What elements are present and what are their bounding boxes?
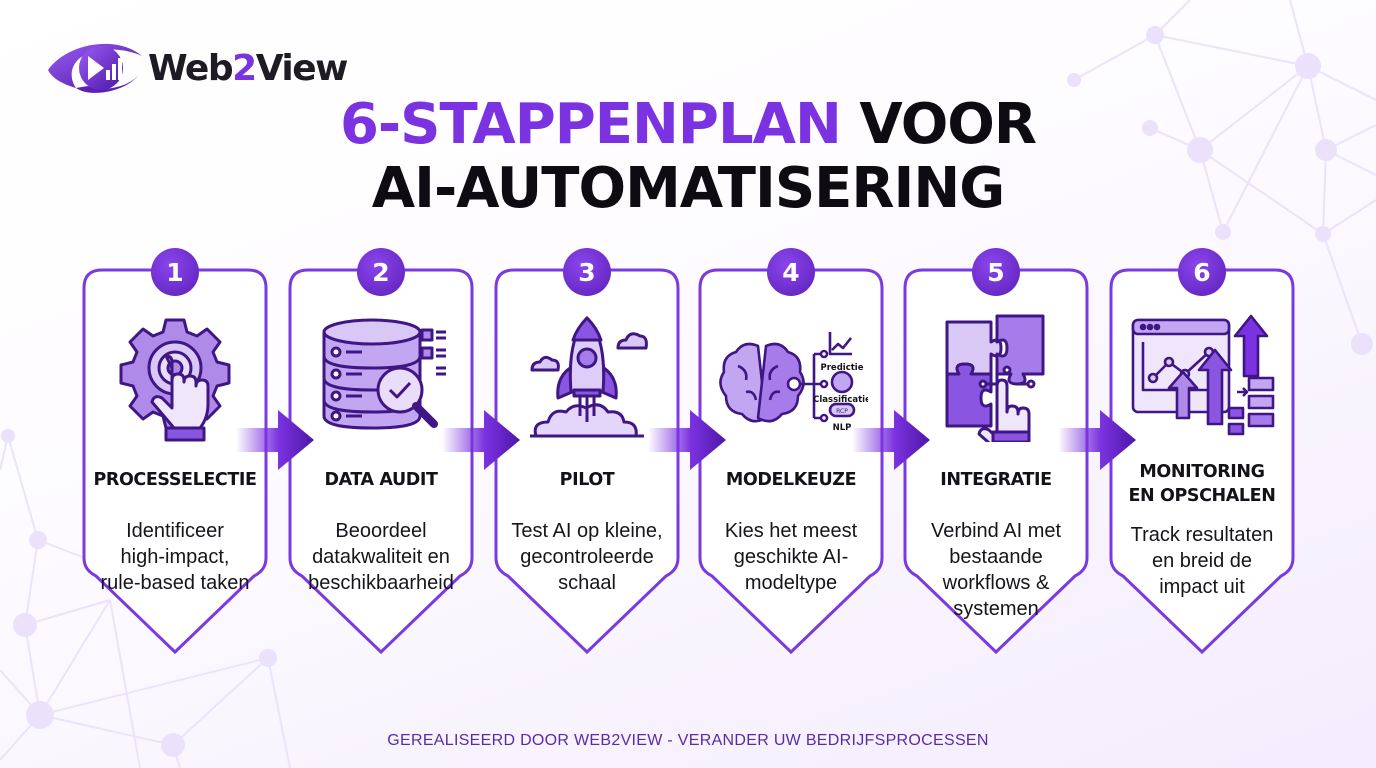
step-title: INTEGRATIE xyxy=(940,470,1052,490)
step-title: PROCESSELECTIE xyxy=(93,470,257,490)
step-card-3: 3 PILOT Test AI op kleine, gecontroleerd… xyxy=(494,248,680,655)
gear-hand-pointer-icon xyxy=(119,318,231,442)
svg-text:Classificatie: Classificatie xyxy=(813,395,868,405)
step-description: Kies het meest geschikte AI- modeltype xyxy=(724,520,858,594)
step-description: Test AI op kleine, gecontroleerde schaal xyxy=(511,520,663,594)
eye-play-chart-icon xyxy=(48,43,142,93)
step-title: MODELKEUZE xyxy=(725,470,857,490)
dashboard-growth-arrows-icon xyxy=(1131,314,1275,436)
title-line-2: AI-AUTOMATISERING xyxy=(371,156,1005,221)
footer-tagline: GEREALISEERD DOOR WEB2VIEW - VERANDER UW… xyxy=(387,732,989,749)
step-description: Beoordeel datakwaliteit en beschikbaarhe… xyxy=(308,520,454,594)
rocket-launch-icon xyxy=(530,316,648,438)
svg-text:RCP: RCP xyxy=(836,408,848,415)
page-title: 6-STAPPENPLAN VOOR AI-AUTOMATISERING xyxy=(0,93,1376,221)
arrow-right-icon xyxy=(852,410,930,470)
puzzle-hand-connect-icon xyxy=(945,314,1045,442)
step-card-1: 1 PROCESSELECTIE Identificeer high-impac… xyxy=(82,248,268,655)
step-title: PILOT xyxy=(559,470,615,490)
step-title: DATA AUDIT xyxy=(324,470,438,490)
step-number-badge: 6 xyxy=(1178,248,1226,296)
step-description: Identificeer high-impact, rule-based tak… xyxy=(100,520,250,594)
step-number-badge: 3 xyxy=(563,248,611,296)
step-title: MONITORING EN OPSCHALEN xyxy=(1128,462,1276,506)
arrow-right-icon xyxy=(648,410,726,470)
brand-logo: Web2View xyxy=(46,36,348,100)
step-description: Track resultaten en breid de impact uit xyxy=(1130,524,1274,598)
step-number-badge: 1 xyxy=(151,248,199,296)
brand-name: Web2View xyxy=(148,47,348,89)
arrow-right-icon xyxy=(236,410,314,470)
arrow-right-icon xyxy=(442,410,520,470)
title-line-1: 6-STAPPENPLAN VOOR xyxy=(339,92,1037,157)
brain-model-options-icon: Predictie Classificatie RCP NLP xyxy=(719,332,868,433)
step-card-2: 2 DATA AUDIT Beoordeel datakwaliteit e xyxy=(288,248,474,655)
step-number-badge: 4 xyxy=(767,248,815,296)
step-card-4: 4 Predictie Classificatie RCP NLP MODELK… xyxy=(698,248,884,655)
step-card-6: 6 MONITORING EN xyxy=(1109,248,1295,655)
arrow-right-icon xyxy=(1058,410,1136,470)
svg-text:Predictie: Predictie xyxy=(821,363,864,373)
step-number-badge: 2 xyxy=(357,248,405,296)
database-magnifier-check-icon xyxy=(322,318,446,430)
step-number-badge: 5 xyxy=(972,248,1020,296)
step-description: Verbind AI met bestaande workflows & sys… xyxy=(930,520,1062,620)
svg-text:NLP: NLP xyxy=(833,423,852,433)
step-card-5: 5 INTEGRATIE Verbind AI met bestaande wo… xyxy=(903,248,1089,655)
